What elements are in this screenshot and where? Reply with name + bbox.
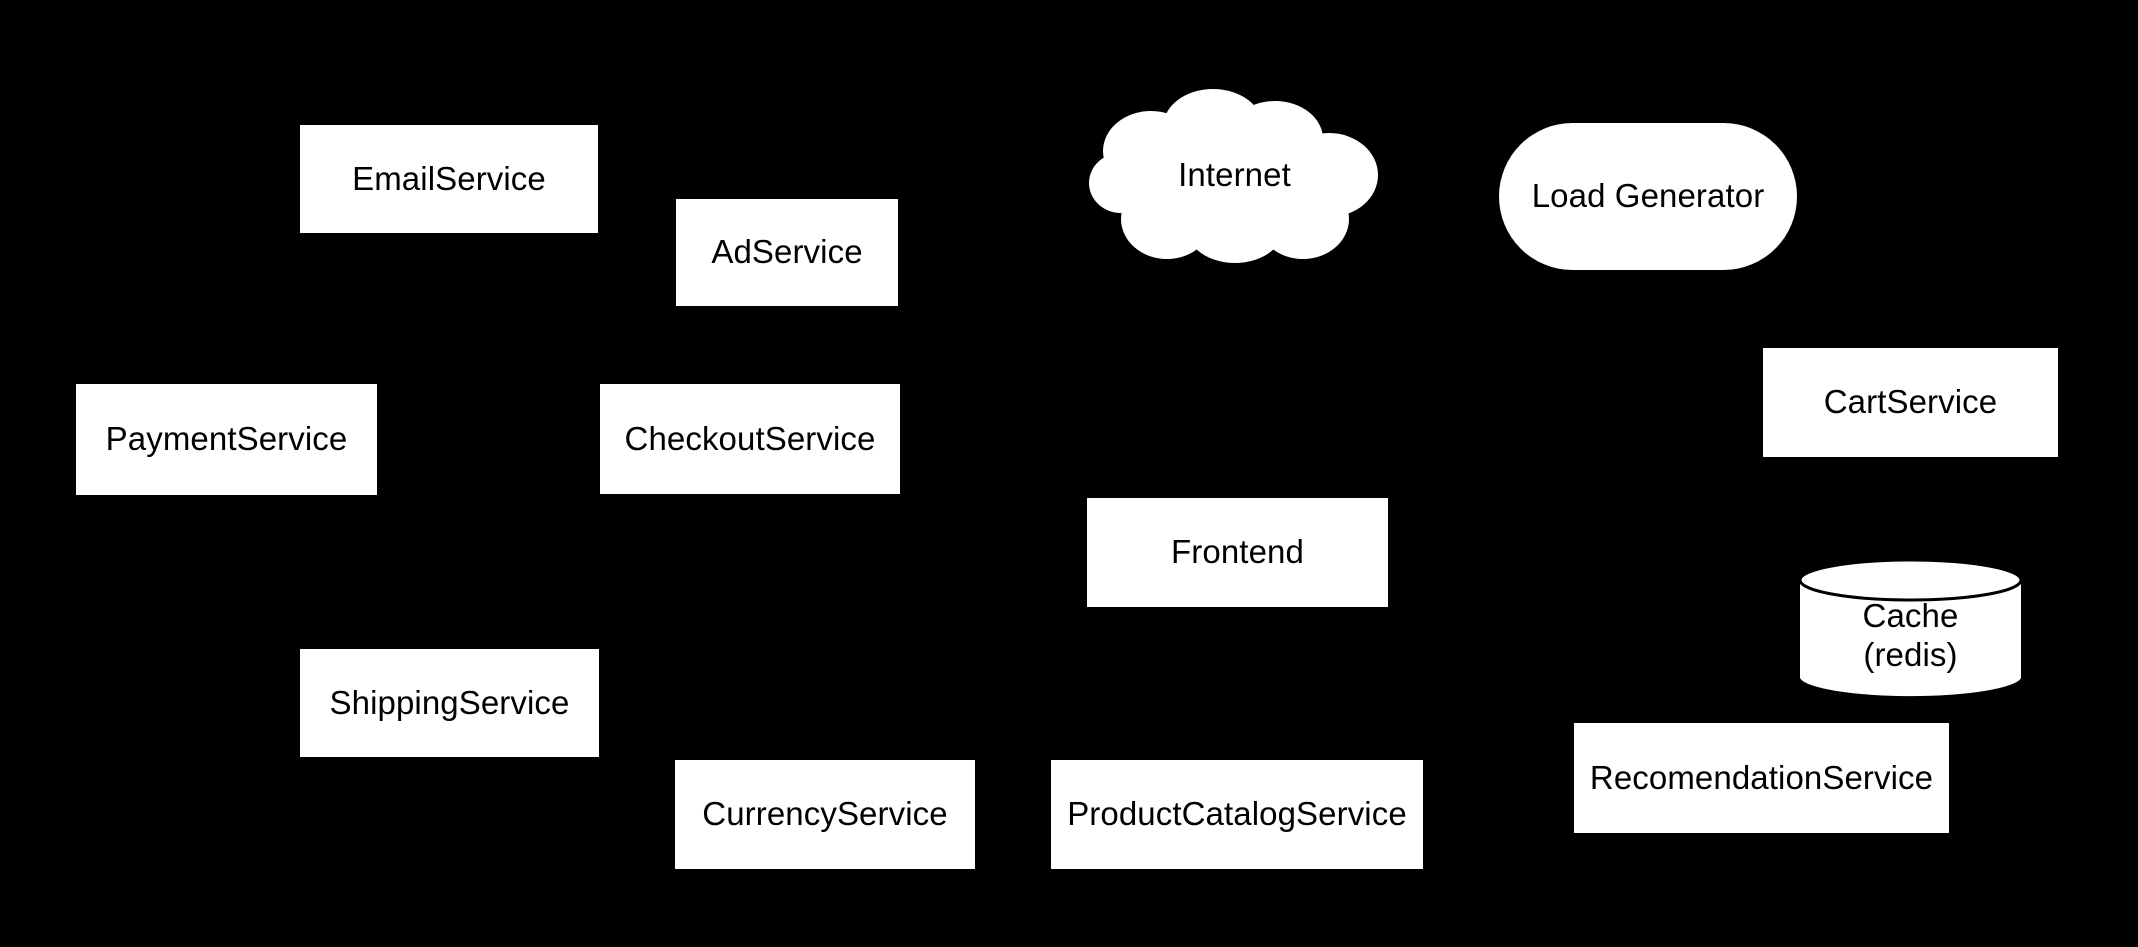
node-label-email-service: EmailService (352, 159, 546, 197)
node-payment-service[interactable]: PaymentService (76, 384, 377, 495)
node-ad-service[interactable]: AdService (676, 199, 898, 306)
node-label-product-catalog-service: ProductCatalogService (1067, 795, 1407, 833)
node-label-cart-service: CartService (1823, 383, 1998, 421)
node-label-frontend: Frontend (1171, 533, 1304, 571)
node-frontend[interactable]: Frontend (1087, 498, 1388, 607)
node-internet[interactable]: Internet (1089, 87, 1380, 263)
node-product-catalog-service[interactable]: ProductCatalogService (1051, 760, 1423, 869)
node-checkout-service[interactable]: CheckoutService (600, 384, 900, 494)
node-load-generator[interactable]: Load Generator (1499, 123, 1797, 270)
node-currency-service[interactable]: CurrencyService (675, 760, 975, 869)
node-label-load-generator: Load Generator (1531, 177, 1765, 215)
node-label-shipping-service: ShippingService (329, 683, 570, 721)
node-cache-redis[interactable]: Cache (redis) (1798, 558, 2023, 700)
node-label-currency-service: CurrencyService (702, 795, 948, 833)
node-label-checkout-service: CheckoutService (624, 419, 876, 457)
database-cylinder-icon (1798, 558, 2023, 697)
node-email-service[interactable]: EmailService (300, 125, 598, 233)
node-label-payment-service: PaymentService (105, 420, 348, 458)
node-cart-service[interactable]: CartService (1763, 348, 2058, 457)
cloud-shape-icon (1089, 89, 1378, 263)
node-label-ad-service: AdService (711, 233, 863, 271)
node-label-recomendation-service: RecomendationService (1589, 758, 1934, 796)
node-shipping-service[interactable]: ShippingService (300, 649, 599, 757)
node-recomendation-service[interactable]: RecomendationService (1574, 723, 1949, 833)
